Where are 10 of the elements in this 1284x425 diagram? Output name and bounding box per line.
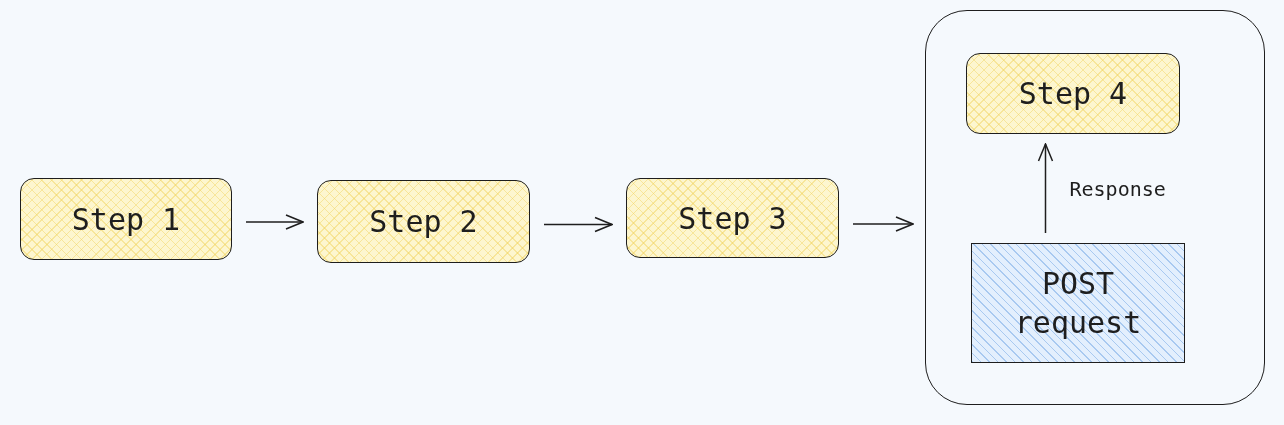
step-box: Step 1 (20, 178, 232, 260)
step-box: Step 2 (317, 180, 530, 263)
step-box: Step 4 (966, 53, 1180, 134)
request-box: POST request (971, 243, 1185, 363)
arrow (1037, 143, 1054, 234)
container-box (925, 10, 1265, 405)
arrow (245, 214, 304, 230)
step-box: Step 3 (626, 178, 839, 258)
arrow (543, 216, 613, 233)
arrow (852, 216, 914, 232)
